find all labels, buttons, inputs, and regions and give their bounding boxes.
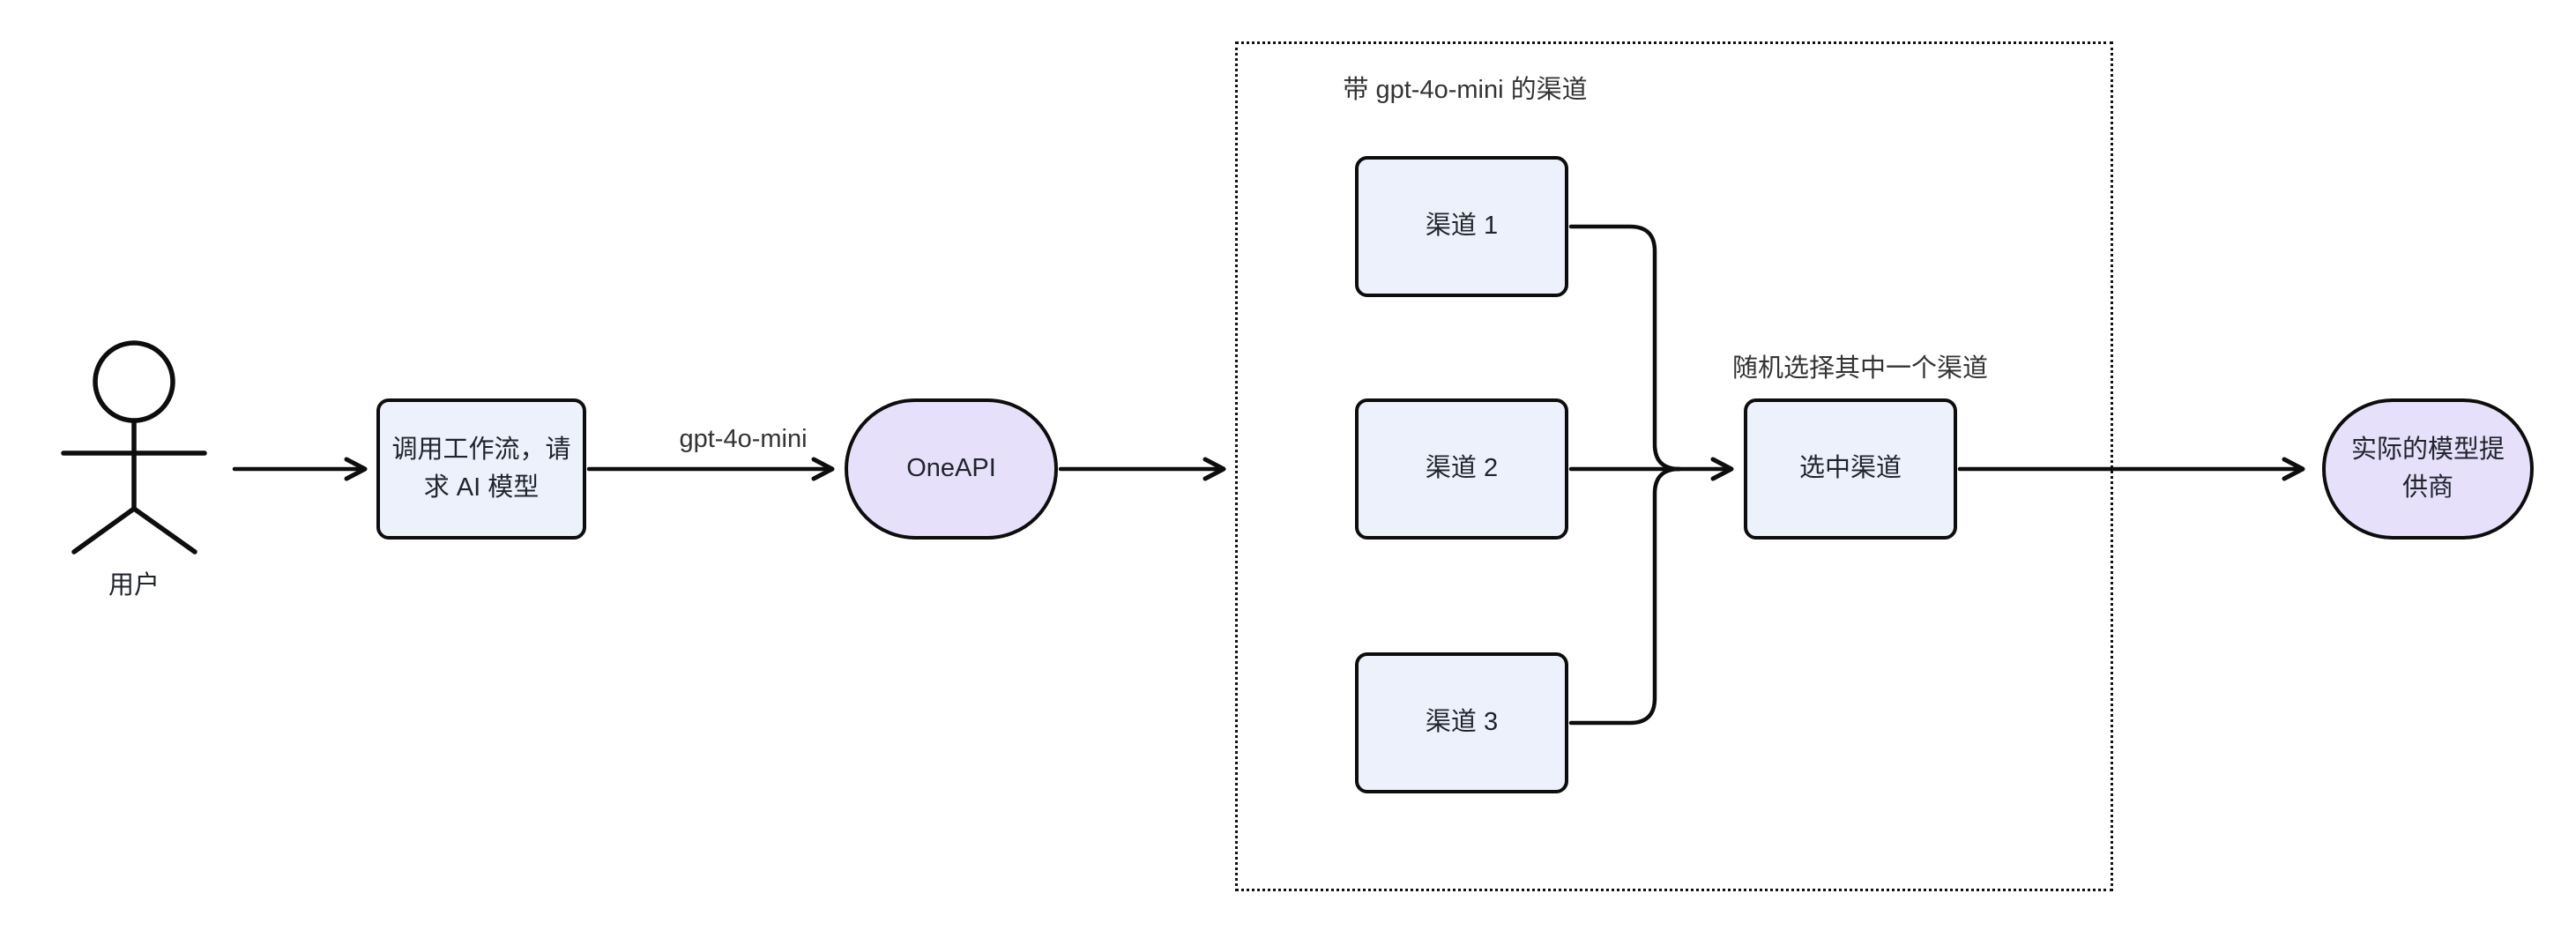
node-selected-channel-label: 选中渠道 <box>1798 454 1902 483</box>
node-channel-1: 渠道 1 <box>1355 156 1568 297</box>
node-channel-3: 渠道 3 <box>1355 652 1568 793</box>
node-oneapi-label: OneAPI <box>906 454 996 483</box>
node-channel-2: 渠道 2 <box>1355 398 1568 540</box>
actor-label: 用户 <box>108 571 160 599</box>
node-selected-channel: 选中渠道 <box>1744 398 1957 540</box>
subgraph-title: 带 gpt-4o-mini 的渠道 <box>1343 76 1588 104</box>
edge-label-gpt4o-mini: gpt-4o-mini <box>674 425 813 454</box>
node-call-workflow: 调用工作流，请求 AI 模型 <box>376 398 586 540</box>
node-model-provider-label: 实际的模型提供商 <box>2350 435 2505 502</box>
node-channel-1-label: 渠道 1 <box>1425 212 1499 241</box>
node-channel-2-label: 渠道 2 <box>1425 454 1499 483</box>
node-model-provider: 实际的模型提供商 <box>2322 398 2534 540</box>
subgraph-container <box>1235 41 2113 891</box>
node-channel-3-label: 渠道 3 <box>1425 708 1499 737</box>
node-oneapi: OneAPI <box>845 398 1058 540</box>
user-actor-icon <box>61 340 207 555</box>
node-call-workflow-label: 调用工作流，请求 AI 模型 <box>391 435 571 502</box>
edge-label-random-pick: 随机选择其中一个渠道 <box>1731 354 1989 383</box>
